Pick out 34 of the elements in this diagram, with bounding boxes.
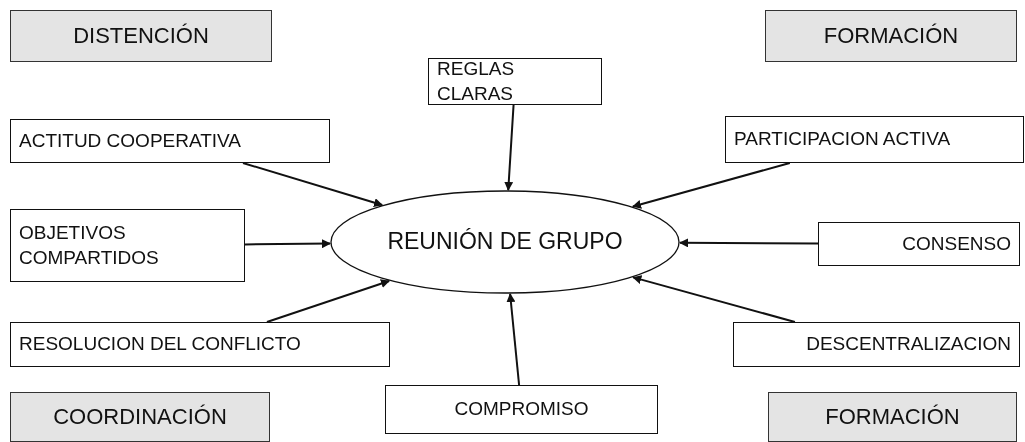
arrow [244, 239, 332, 249]
node-label: DESCENTRALIZACION [806, 332, 1011, 357]
arrow [631, 162, 791, 209]
concept-box [10, 209, 245, 282]
node-label: DISTENCIÓN [73, 21, 209, 50]
concept-box [733, 322, 1020, 367]
node-label: REUNIÓN DE GRUPO [387, 227, 623, 257]
node-label: OBJETIVOS COMPARTIDOS [19, 220, 160, 270]
concept-box [10, 119, 330, 163]
concept-box [10, 322, 390, 367]
concept-box [385, 385, 658, 434]
stage-box [765, 10, 1017, 62]
stage-box [768, 392, 1017, 442]
stage-box [10, 10, 272, 62]
arrow [265, 279, 391, 323]
stage-box [10, 392, 270, 442]
node-label: CONSENSO [902, 231, 1011, 256]
arrow [679, 238, 819, 248]
node-label: ACTITUD COOPERATIVA [19, 128, 242, 153]
arrow [241, 162, 384, 207]
node-label: COORDINACIÓN [53, 402, 227, 431]
node-label: RESOLUCION DEL CONFLICTO [19, 332, 301, 357]
concept-box [725, 116, 1024, 163]
arrow [506, 293, 521, 386]
arrow [504, 104, 515, 191]
ellipse-node [330, 190, 680, 294]
node-label: FORMACIÓN [823, 21, 959, 50]
node-label: FORMACIÓN [825, 402, 960, 431]
node-label: PARTICIPACION ACTIVA [734, 127, 951, 152]
node-label: REGLAS CLARAS [437, 56, 516, 106]
node-label: COMPROMISO [454, 397, 589, 422]
concept-box [818, 222, 1020, 266]
concept-box [428, 58, 602, 105]
arrow [632, 275, 796, 323]
